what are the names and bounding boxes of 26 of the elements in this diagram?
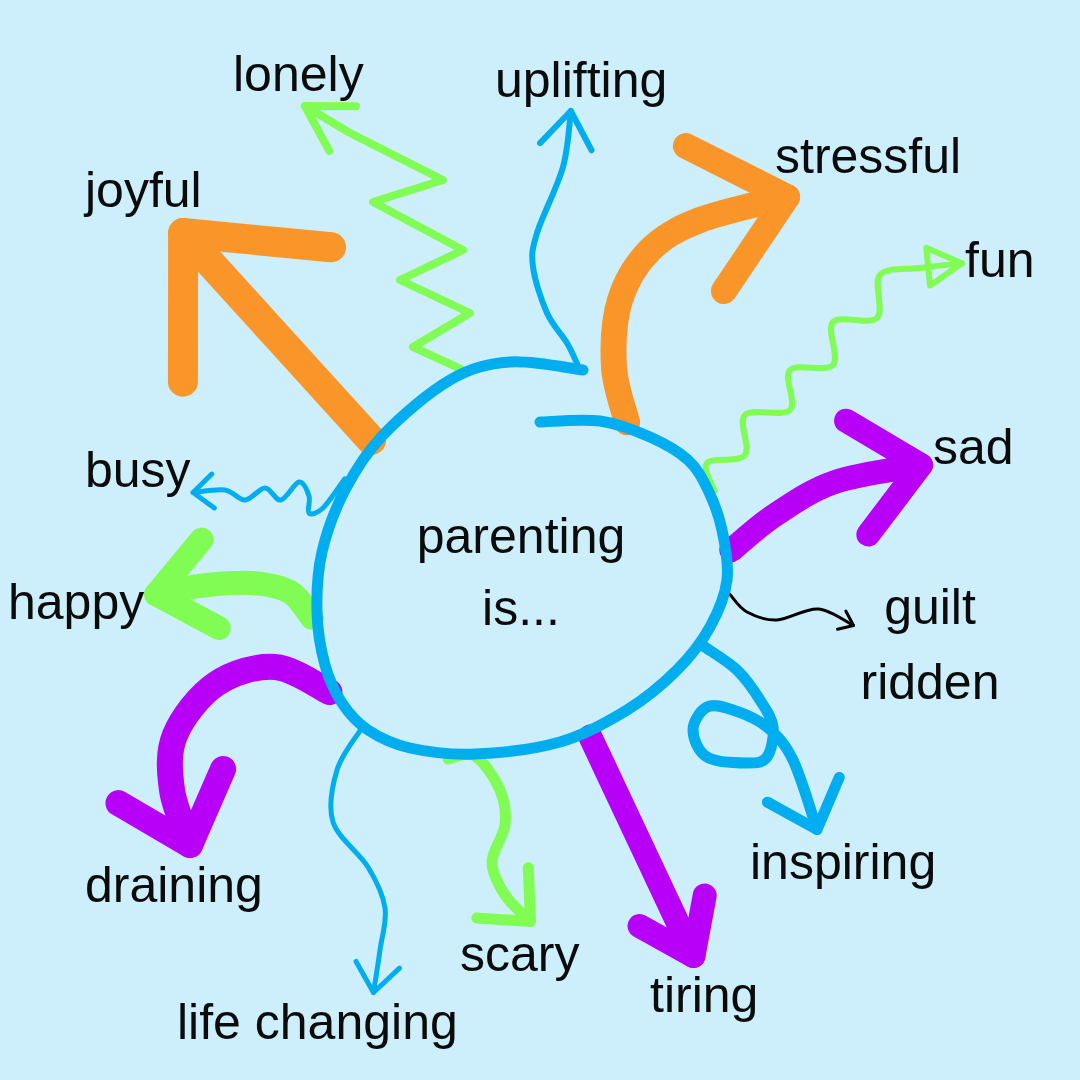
word-label: lonely bbox=[233, 47, 364, 102]
straight-arrow bbox=[578, 724, 717, 968]
center-label: parenting is... bbox=[415, 507, 627, 638]
curved-arrow bbox=[529, 108, 596, 367]
word-label: joyful bbox=[85, 163, 202, 218]
curved-arrow bbox=[719, 407, 933, 563]
word-label: busy bbox=[85, 443, 191, 498]
circle-outline bbox=[310, 355, 733, 760]
wavy-arrow bbox=[328, 728, 403, 995]
word-label: tiring bbox=[650, 968, 759, 1023]
word-label: inspiring bbox=[750, 835, 937, 890]
word-label: fun bbox=[965, 233, 1035, 288]
word-label: life changing bbox=[177, 995, 458, 1050]
word-label: uplifting bbox=[495, 53, 668, 108]
wavy-arrow bbox=[728, 592, 855, 630]
word-label: happy bbox=[8, 575, 145, 630]
word-label: sad bbox=[933, 420, 1014, 475]
straight-arrow bbox=[168, 218, 387, 455]
word-label: draining bbox=[85, 858, 263, 913]
word-label: stressful bbox=[775, 129, 962, 184]
word-label: guilt ridden bbox=[855, 570, 1005, 720]
wavy-arrow bbox=[702, 244, 965, 494]
loop-arrow bbox=[687, 641, 846, 835]
zigzag-arrow bbox=[300, 102, 474, 373]
word-label: scary bbox=[460, 927, 580, 982]
squiggle-arrow bbox=[190, 471, 348, 517]
